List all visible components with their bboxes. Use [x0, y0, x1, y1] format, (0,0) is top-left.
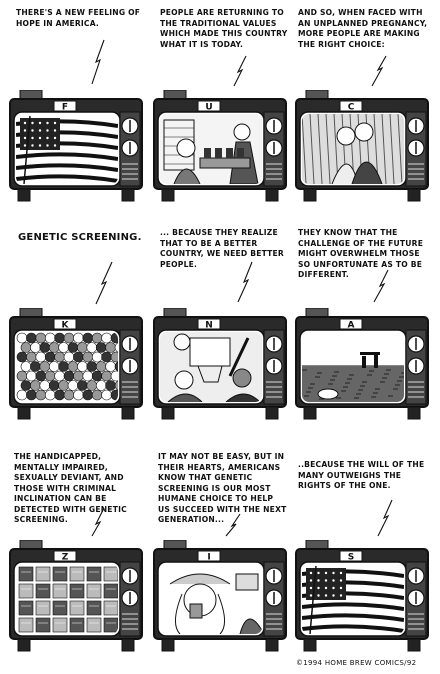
tv-panel-8: I — [153, 540, 287, 652]
tv-channel-box — [197, 100, 221, 112]
tv-channel-letter: N — [205, 321, 213, 331]
tv-channel-letter: I — [207, 553, 210, 563]
caption-panel-2: People are returning to the traditional … — [160, 8, 288, 49]
tv-panel-2: U — [153, 90, 287, 202]
tv-screen-scene — [302, 114, 404, 184]
tv-leg — [265, 188, 279, 202]
tv-leg — [161, 188, 175, 202]
tv-leg — [303, 188, 317, 202]
pointer-3 — [371, 55, 387, 87]
tv-channel-letter: A — [348, 321, 355, 331]
pointer-1 — [91, 39, 105, 85]
pointer-9 — [377, 499, 393, 537]
tv-channel-box — [53, 100, 77, 112]
tv-leg — [17, 406, 31, 420]
tv-panel-3: C — [295, 90, 429, 202]
tv-screen-scene — [160, 114, 262, 184]
tv-channel-letter: F — [62, 103, 68, 113]
tv-screen-scene — [160, 564, 262, 634]
pointer-8 — [225, 513, 241, 537]
tv-channel-box — [197, 318, 221, 330]
tv-screen-scene — [160, 332, 262, 402]
caption-panel-1: There's a new feeling of hope in America… — [16, 8, 141, 28]
caption-panel-4: Genetic screening. — [18, 232, 142, 243]
tv-leg — [303, 638, 317, 652]
copyright-text: ©1994 Home Brew Comics/92 — [296, 659, 417, 667]
tv-leg — [121, 188, 135, 202]
caption-panel-5: ... because they realize that to be a be… — [160, 228, 284, 269]
tv-leg — [407, 188, 421, 202]
tv-channel-letter: K — [62, 321, 70, 331]
tv-channel-box — [339, 100, 363, 112]
caption-panel-8: It may not be easy, but in their hearts,… — [158, 452, 287, 524]
tv-leg — [17, 638, 31, 652]
tv-leg — [161, 406, 175, 420]
tv-channel-letter: Z — [62, 553, 69, 563]
caption-panel-7: The handicapped, mentally impaired, sexu… — [14, 452, 127, 524]
caption-panel-9: ..because the will of the many outweighs… — [298, 460, 425, 490]
tv-screen-scene — [302, 564, 404, 634]
tv-panel-4: K — [9, 308, 143, 420]
tv-leg — [407, 406, 421, 420]
tv-screen-scene — [16, 114, 118, 184]
tv-leg — [121, 638, 135, 652]
caption-panel-6: They know that the challenge of the futu… — [298, 228, 424, 279]
tv-panel-9: S — [295, 540, 429, 652]
tv-leg — [17, 188, 31, 202]
tv-leg — [265, 638, 279, 652]
pointer-4 — [95, 261, 113, 305]
tv-channel-box — [339, 318, 363, 330]
pointer-2 — [233, 55, 247, 87]
tv-channel-letter: C — [348, 103, 355, 113]
tv-panel-7: Z — [9, 540, 143, 652]
tv-panel-6: A — [295, 308, 429, 420]
tv-screen-scene — [302, 332, 404, 402]
tv-channel-letter: U — [205, 103, 212, 113]
tv-screen-scene — [16, 564, 118, 634]
tv-leg — [303, 406, 317, 420]
tv-panel-5: N — [153, 308, 287, 420]
tv-leg — [407, 638, 421, 652]
tv-channel-box — [197, 550, 221, 562]
pointer-7 — [91, 507, 105, 537]
tv-screen-scene — [16, 332, 118, 402]
tv-channel-box — [339, 550, 363, 562]
pointer-6 — [373, 269, 389, 303]
tv-panel-1: F — [9, 90, 143, 202]
tv-channel-box — [53, 550, 77, 562]
tv-leg — [161, 638, 175, 652]
tv-leg — [265, 406, 279, 420]
caption-panel-3: And so, when faced with an unplanned pre… — [298, 8, 428, 49]
tv-channel-letter: S — [348, 553, 354, 563]
tv-channel-box — [53, 318, 77, 330]
pointer-5 — [237, 261, 253, 303]
tv-leg — [121, 406, 135, 420]
